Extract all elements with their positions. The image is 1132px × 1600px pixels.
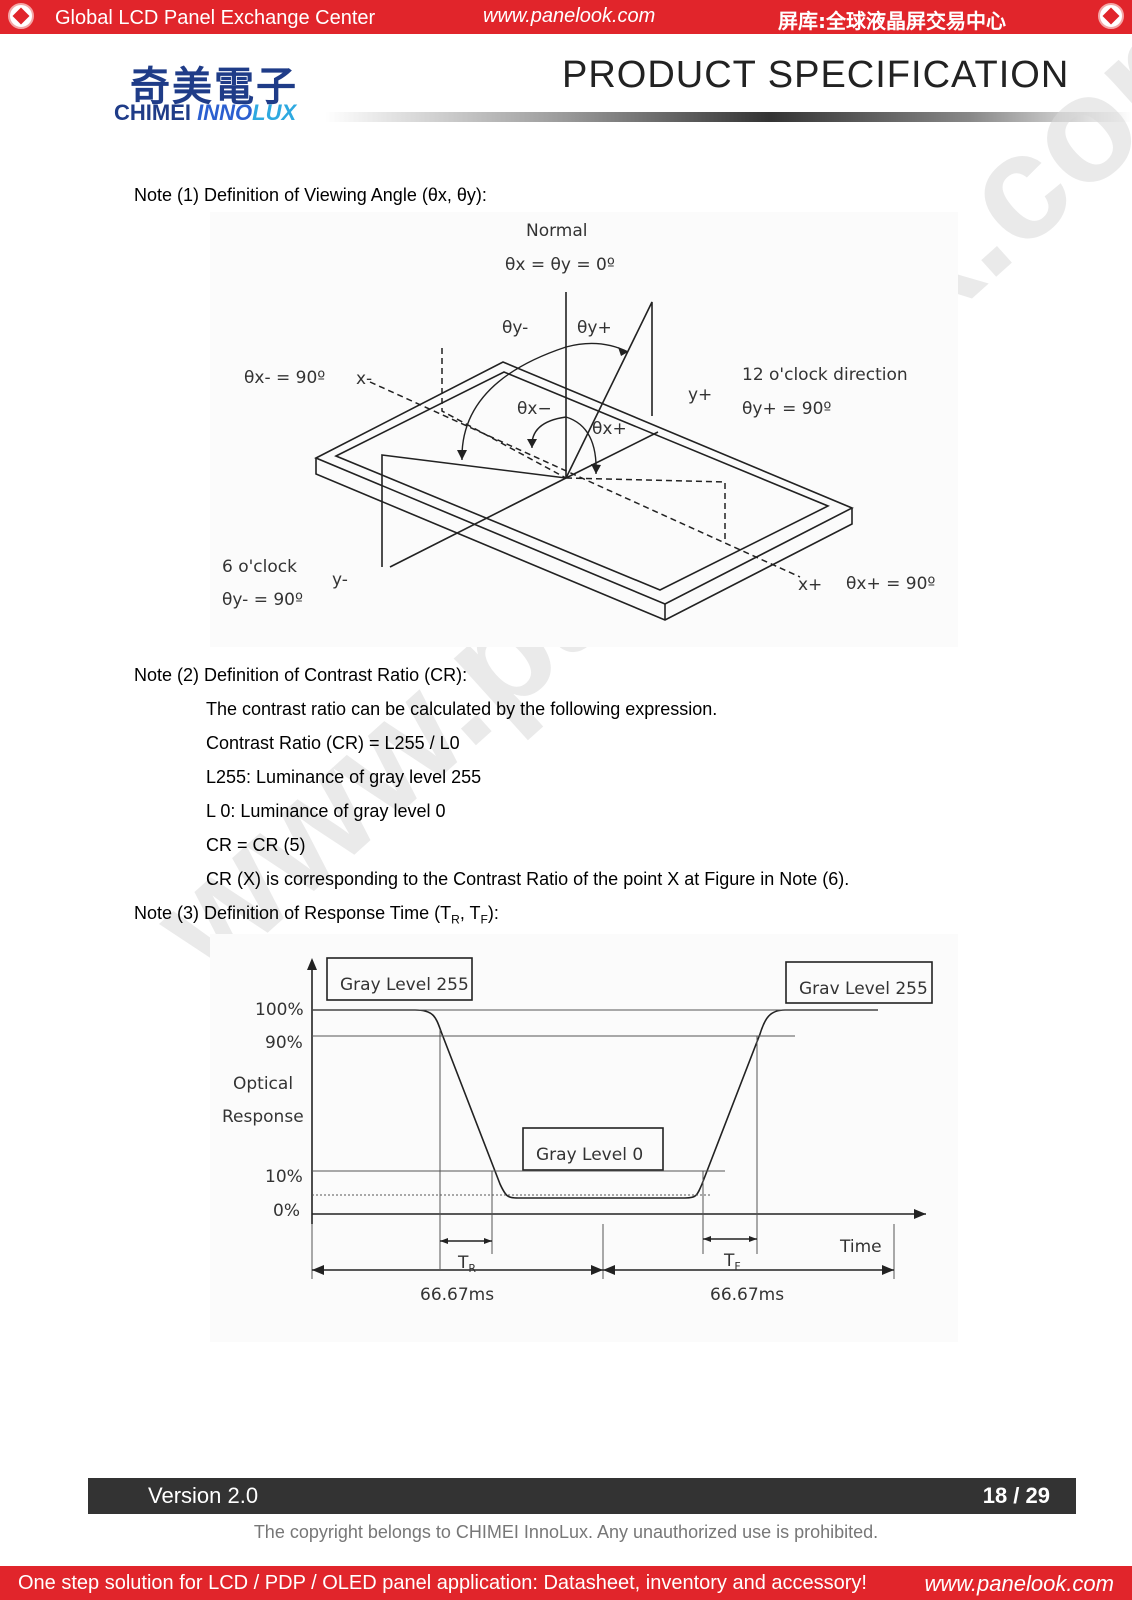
panelook-logo-icon-right	[1098, 3, 1124, 29]
brand-part-inno: INNO	[197, 100, 253, 125]
note3-sub-f: F	[480, 912, 488, 927]
document-title: PRODUCT SPECIFICATION	[562, 54, 1070, 96]
label-period-1: 66.67ms	[420, 1285, 494, 1305]
banner-right-text: 屏库:全球液晶屏交易中心	[778, 9, 1006, 33]
top-banner: Global LCD Panel Exchange Center www.pan…	[0, 0, 1132, 34]
xlabel-time: Time	[839, 1237, 882, 1257]
bottom-banner-url-link[interactable]: www.panelook.com	[924, 1571, 1114, 1596]
note3-heading-post: ):	[487, 903, 499, 923]
box-gray-level-0	[522, 1127, 664, 1171]
viewing-angle-figure: Normal θx = θy = 0º θy- θy+ θx- = 90º x-…	[210, 212, 958, 647]
bottom-banner-text: One step solution for LCD / PDP / OLED p…	[18, 1572, 867, 1594]
label-theta-y-plus: θy+	[577, 318, 612, 338]
y-axis-arrow	[307, 958, 317, 970]
label-theta-x-minus: θx−	[517, 399, 552, 419]
y-axis	[389, 477, 567, 568]
panelook-logo-icon	[8, 3, 34, 29]
response-time-diagram: Gray Level 255 Grav Level 255 Gray Level…	[222, 957, 933, 1305]
copyright-notice: The copyright belongs to CHIMEI InnoLux.…	[253, 1522, 879, 1542]
label-normal: Normal	[526, 221, 588, 241]
brand-part-chimei: CHIMEI	[114, 100, 198, 125]
response-curve	[312, 1009, 878, 1199]
ylabel-response: Response	[222, 1107, 304, 1127]
banner-url-link[interactable]: www.panelook.com	[483, 5, 656, 27]
note2-line-5: CR = CR (5)	[206, 835, 306, 855]
brand-part-lux: LUX	[252, 100, 297, 125]
viewing-angle-diagram: Normal θx = θy = 0º θy- θy+ θx- = 90º x-…	[222, 221, 935, 621]
arc-theta-x-minus	[531, 416, 567, 449]
tick-90: 90%	[265, 1033, 303, 1053]
page-number: 18 / 29	[982, 1483, 1050, 1508]
label-theta-y-plus-90: θy+ = 90º	[742, 399, 831, 419]
label-box-right: Grav Level 255	[799, 979, 928, 999]
brand-logo-english: CHIMEI INNOLUX	[114, 100, 296, 126]
arc-theta-y-minus	[461, 346, 567, 461]
label-box-mid: Gray Level 0	[536, 1145, 643, 1165]
header-rule	[325, 112, 1132, 122]
box-gray-level-255-left	[326, 957, 473, 1001]
x-axis	[369, 381, 801, 578]
bottom-banner: One step solution for LCD / PDP / OLED p…	[0, 1566, 1132, 1600]
label-period-2: 66.67ms	[710, 1285, 784, 1305]
label-y-minus: y-	[332, 570, 348, 590]
version-label: Version 2.0	[148, 1483, 259, 1508]
note3-sub-r: R	[451, 912, 460, 927]
label-x-minus: x-	[356, 369, 372, 389]
note2-line-4: L 0: Luminance of gray level 0	[206, 801, 446, 821]
ylabel-optical: Optical	[233, 1074, 293, 1094]
label-theta-y-minus-90: θy- = 90º	[222, 590, 303, 610]
panel-active-area	[334, 371, 830, 591]
note2-line-3: L255: Luminance of gray level 255	[206, 767, 482, 787]
tick-10: 10%	[265, 1167, 303, 1187]
tick-0: 0%	[273, 1201, 300, 1221]
label-theta-x-minus-90: θx- = 90º	[244, 368, 325, 388]
brand-logo-chinese: 奇美電子	[130, 64, 298, 110]
theta-x-plus-plane	[565, 477, 726, 542]
note1-heading: Note (1) Definition of Viewing Angle (θx…	[134, 185, 487, 205]
label-y-plus: y+	[688, 385, 712, 405]
note2-heading: Note (2) Definition of Contrast Ratio (C…	[134, 665, 468, 685]
label-box-left: Gray Level 255	[340, 975, 469, 995]
label-theta-x-plus: θx+	[592, 419, 627, 439]
response-time-figure: Gray Level 255 Grav Level 255 Gray Level…	[210, 934, 958, 1342]
theta-x-minus-plane	[441, 348, 567, 479]
note2-line-6: CR (X) is corresponding to the Contrast …	[206, 869, 850, 889]
note3-heading-mid: , T	[459, 903, 481, 923]
label-tr: TR	[457, 1253, 476, 1275]
label-6-oclock: 6 o'clock	[222, 557, 297, 577]
box-gray-level-255-right	[785, 961, 933, 1004]
note3-heading: Note (3) Definition of Response Time (TR…	[134, 903, 499, 927]
note3-heading-pre: Note (3) Definition of Response Time (T	[134, 903, 452, 923]
theta-y-minus-plane	[381, 454, 567, 567]
note2-line-2: Contrast Ratio (CR) = L255 / L0	[206, 733, 460, 753]
banner-left-text: Global LCD Panel Exchange Center	[55, 7, 376, 29]
label-theta-y-minus: θy-	[502, 318, 528, 338]
footer-bar: Version 2.0 18 / 29	[88, 1478, 1076, 1514]
note2-line-1: The contrast ratio can be calculated by …	[206, 699, 718, 719]
x-axis-arrow	[914, 1209, 926, 1219]
theta-y-plus-plane	[565, 301, 653, 479]
tick-100: 100%	[255, 1000, 304, 1020]
label-tf: TF	[723, 1251, 741, 1273]
label-theta-x-plus-90: θx+ = 90º	[846, 574, 935, 594]
label-x-plus: x+	[798, 575, 822, 595]
label-12-oclock: 12 o'clock direction	[742, 365, 908, 385]
label-normal-eq: θx = θy = 0º	[505, 255, 615, 275]
